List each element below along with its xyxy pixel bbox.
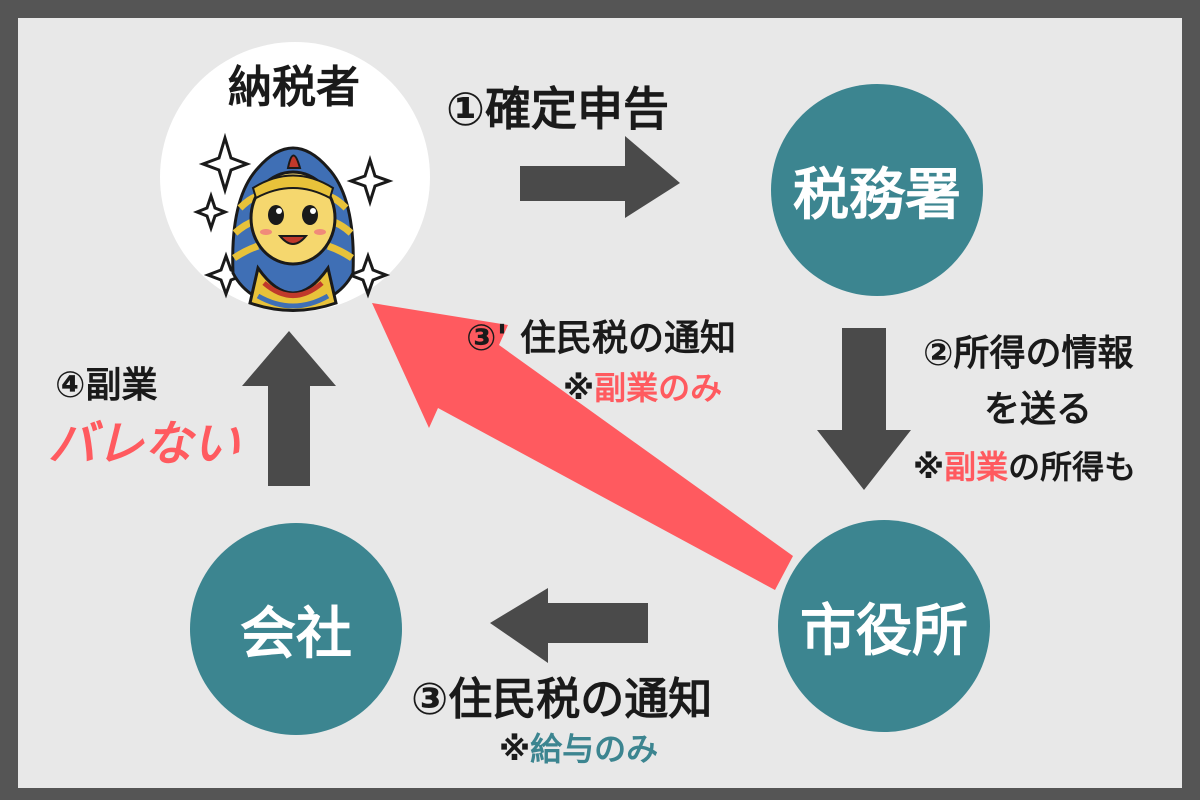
edge3-note-highlight: 給与のみ: [530, 730, 659, 768]
edge2-label-line2: を送る: [984, 389, 1093, 430]
edge4-label: ④副業: [55, 365, 158, 406]
edge3-note: ※給与のみ: [499, 733, 658, 765]
company-label: 会社: [240, 601, 352, 667]
edge2-note-suffix: の所得も: [1008, 448, 1137, 486]
edge4-highlight: バレない: [48, 416, 241, 472]
arrow-taxoffice-to-cityhall: [817, 328, 911, 490]
edge2-note-prefix: ※: [913, 448, 945, 486]
city-hall-node: 市役所: [778, 520, 990, 732]
edge3p-label: ③' 住民税の通知: [466, 318, 737, 359]
arrow-cityhall-to-taxpayer-red: [372, 303, 793, 590]
pharaoh-character-icon: [192, 132, 394, 312]
edge3-note-prefix: ※: [499, 730, 531, 768]
edge1-label: ①確定申告: [446, 82, 669, 136]
arrows-layer: [242, 136, 911, 663]
edge2-note-highlight: 副業: [944, 448, 1009, 486]
city-hall-label: 市役所: [800, 598, 968, 664]
edge3p-note: ※副業のみ: [563, 372, 722, 404]
edge3-label: ③住民税の通知: [411, 674, 713, 725]
arrow-company-to-taxpayer: [242, 331, 336, 486]
taxpayer-label: 納税者: [228, 62, 360, 113]
arrow-cityhall-to-company: [490, 588, 648, 663]
diagram-canvas: 納税者: [18, 18, 1182, 788]
edge2-label-line1: ②所得の情報: [923, 333, 1134, 374]
company-node: 会社: [190, 523, 402, 735]
arrow-taxpayer-to-taxoffice: [520, 136, 680, 218]
tax-office-node: 税務署: [771, 84, 983, 296]
edge3p-note-highlight: 副業のみ: [594, 369, 723, 407]
edge2-note: ※副業の所得も: [913, 451, 1136, 483]
tax-office-label: 税務署: [793, 162, 961, 228]
edge3p-note-prefix: ※: [563, 369, 595, 407]
